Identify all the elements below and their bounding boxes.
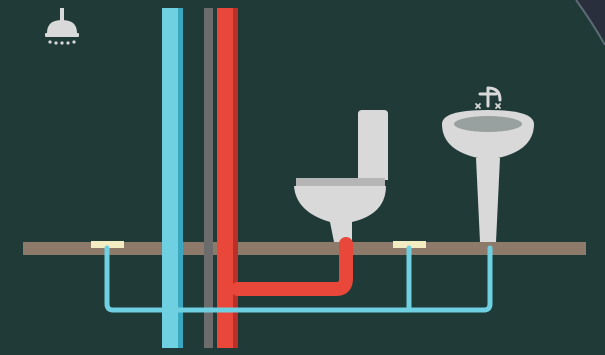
cold-water-riser-front-shadow [178, 242, 183, 348]
drain-stack-front [204, 242, 213, 348]
